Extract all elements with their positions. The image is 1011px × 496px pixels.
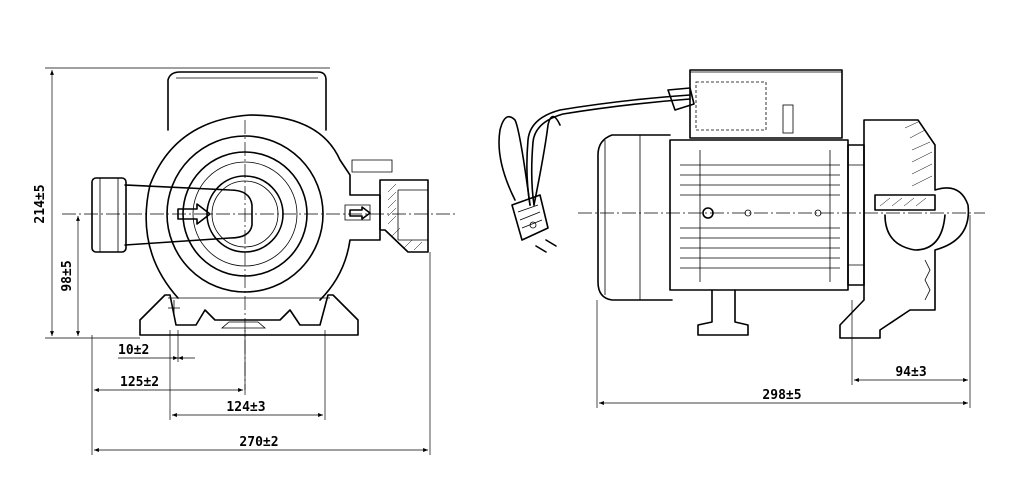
front-inlet-pipe — [124, 184, 253, 246]
dim-298-label: 298±5 — [762, 388, 801, 403]
power-cable — [526, 94, 691, 206]
front-dimensions — [45, 67, 431, 455]
front-base-feet — [139, 294, 359, 336]
side-motor-foot — [697, 289, 749, 336]
side-terminal-box — [689, 69, 843, 139]
dim-270-label: 270±2 — [239, 435, 278, 450]
dim-98-label: 98±5 — [60, 260, 75, 291]
flow-arrow-icon — [177, 203, 211, 225]
side-motor-housing — [669, 139, 849, 291]
front-inlet-fitting — [91, 177, 127, 253]
dim-124-label: 124±3 — [226, 400, 265, 415]
front-volute-body — [145, 114, 381, 301]
dim-214-label: 214±5 — [33, 184, 48, 223]
front-outlet-fitting — [379, 179, 429, 253]
side-view — [498, 69, 985, 339]
front-view — [62, 71, 455, 390]
dim-94-label: 94±3 — [895, 365, 926, 380]
side-dimensions — [596, 215, 971, 408]
power-plug — [511, 194, 549, 241]
dim-125-label: 125±2 — [120, 375, 159, 390]
front-terminal-box — [167, 71, 327, 131]
side-pump-head — [839, 119, 970, 339]
side-fan-cover — [597, 134, 673, 301]
cooling-fins — [680, 150, 840, 282]
dim-10-label: 10±2 — [118, 343, 149, 358]
